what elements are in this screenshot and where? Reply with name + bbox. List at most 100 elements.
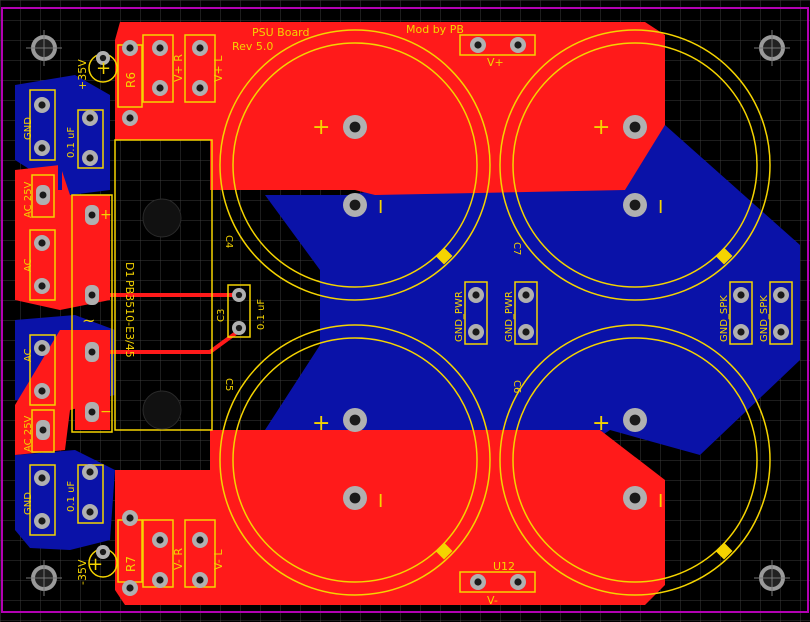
cap-mark-c6 [715, 542, 733, 560]
label-ac25-top: AC 25V [23, 181, 34, 218]
pad-cap-b-2-drill [86, 508, 94, 516]
pad-c3-2-drill [235, 324, 243, 332]
cap-c6-minus: I [658, 491, 663, 512]
pad-pol-t-drill [99, 54, 107, 62]
silkscreen-shapes [29, 29, 793, 596]
hdr-vplus-l [184, 34, 216, 103]
pad-gs1-1-drill [737, 291, 745, 299]
pad-ac-u-2-drill [38, 282, 46, 290]
hdr-gnd-bottom [29, 464, 56, 536]
cap-c7-minus: I [658, 197, 663, 218]
mounting-holes [26, 30, 790, 596]
label-c4: C4 [223, 235, 234, 248]
pad-c5-minus-drill [349, 492, 361, 504]
pad-c6-plus-drill [629, 414, 641, 426]
cap-outline-c4 [219, 29, 491, 301]
cap-ring-c7 [512, 42, 758, 288]
pad-bridge-plus-drill [88, 211, 96, 219]
bridge-plus-mark: + [100, 207, 112, 223]
bridge-tilde-mark: ~ [82, 311, 95, 330]
hdr-ac-upper [29, 229, 56, 301]
top-pour-top [115, 22, 665, 195]
pad-gnd-b-1-drill [38, 474, 46, 482]
pad-vpl-1-drill [196, 44, 204, 52]
label-ac-lower: AC [23, 348, 34, 362]
pad-cap-b-1-drill [86, 468, 94, 476]
hdr-gnd-spk-2 [769, 281, 793, 345]
bridge-mount-hole-1 [142, 198, 182, 238]
board-credit: Mod by PB [406, 23, 464, 36]
pad-vml-1-drill [196, 536, 204, 544]
bottom-pour-center [265, 125, 800, 455]
label-d1: D1 [123, 262, 136, 277]
cap-mark-c5 [435, 542, 453, 560]
label-r6: R6 [124, 72, 138, 88]
hdr-gnd-spk-1 [729, 281, 753, 345]
mounting-hole-icon [26, 30, 62, 66]
label-vplus-l: V+ L [212, 55, 225, 82]
cap-c4-minus: I [378, 197, 383, 218]
label-gnd-top: GND [23, 117, 34, 140]
pad-ac-u-1-drill [38, 239, 46, 247]
pad-gnd-t-1-drill [38, 101, 46, 109]
label-u12: U12 [493, 560, 515, 573]
bridge-pin-outline [71, 194, 113, 433]
pad-r6-2-drill [126, 114, 134, 122]
pad-gs2-2-drill [777, 328, 785, 336]
pad-vpl-2-drill [196, 84, 204, 92]
pad-c6-minus-drill [629, 492, 641, 504]
pad-gnd-t-2-drill [38, 144, 46, 152]
pad-vpr-1-drill [156, 44, 164, 52]
label-ac25-bottom: AC 25V [23, 415, 34, 452]
label-c6: C6 [511, 380, 522, 393]
pad-cap-t-1-drill [86, 114, 94, 122]
pad-c7-minus-drill [629, 199, 641, 211]
pad-vm-2-drill [514, 578, 522, 586]
label-minus35: -35V [76, 559, 89, 585]
pad-r7-2-drill [126, 584, 134, 592]
label-vminus-r: V- R [172, 548, 185, 570]
pad-bridge-minus-drill [88, 408, 96, 416]
pad-gs2-1-drill [777, 291, 785, 299]
pad-cap-t-2-drill [86, 154, 94, 162]
hdr-vminus-bottom [459, 571, 536, 593]
hdr-gnd-pwr-2 [514, 281, 538, 345]
pad-gp1-2-drill [472, 328, 480, 336]
cap-ring-c6 [512, 337, 758, 583]
cap-c5-plus: + [312, 411, 330, 436]
top-pour-bottom [115, 430, 665, 605]
cap-c5-minus: I [378, 491, 383, 512]
hdr-ac25-top [31, 174, 55, 218]
bridge-outline [114, 139, 213, 431]
pad-ac25-t-drill [39, 191, 47, 199]
hdr-gnd-pwr-1 [464, 281, 488, 345]
hdr-gnd-top [29, 89, 56, 161]
pad-vm-1-drill [474, 578, 482, 586]
bridge-minus-mark: − [100, 404, 112, 420]
cap-mark-c7 [715, 247, 733, 265]
cap-01uf-top [77, 109, 104, 169]
hdr-vplus-r [142, 34, 174, 103]
pad-pol-b-drill [99, 548, 107, 556]
label-c5: C5 [223, 378, 234, 391]
label-gnd-pwr-2: GND_PWR [504, 291, 515, 342]
pad-c4-plus-drill [349, 121, 361, 133]
label-plus35: +35V [76, 59, 89, 90]
label-vminus-bottom: V- [487, 594, 498, 607]
label-vplus-top: V+ [487, 56, 504, 69]
pad-vmr-1-drill [156, 536, 164, 544]
polarity-plus-icon-bottom: + [88, 554, 103, 575]
label-r7: R7 [124, 556, 138, 572]
pad-vp-1-drill [474, 41, 482, 49]
cap-ring-c4 [232, 42, 478, 288]
pad-vml-2-drill [196, 576, 204, 584]
label-c3: C3 [216, 309, 227, 322]
label-cap-c3: 0.1 uF [256, 299, 267, 330]
pad-bridge-ac2-drill [88, 348, 96, 356]
mounting-hole-icon [754, 30, 790, 66]
label-vplus-r: V+ R [172, 54, 185, 82]
label-cap-bottom: 0.1 uF [66, 481, 77, 512]
pad-bridge-ac1-drill [88, 291, 96, 299]
